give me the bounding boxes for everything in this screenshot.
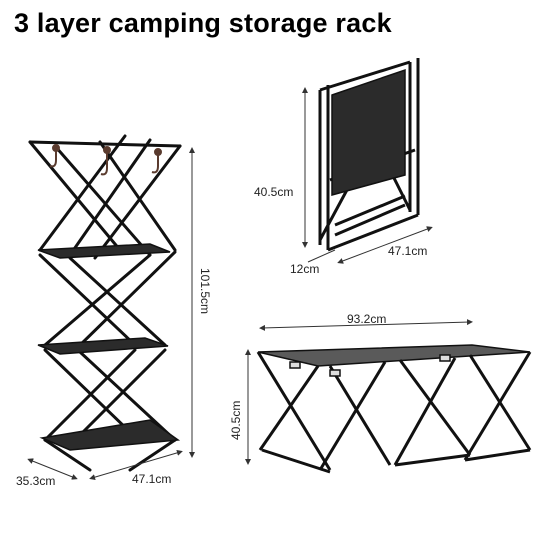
folded-height-label: 40.5cm <box>254 185 294 199</box>
table-height-label: 40.5cm <box>229 400 243 440</box>
tall-width-label: 47.1cm <box>132 472 172 486</box>
tall-height-label: 101.5cm <box>198 268 212 315</box>
tall-rack-shelves <box>37 243 181 451</box>
table-length-label: 93.2cm <box>347 312 387 326</box>
folded-rack-illustration <box>318 58 420 252</box>
tall-rack-illustration <box>28 134 182 472</box>
hook-icons <box>49 144 162 176</box>
folded-width-label: 47.1cm <box>388 244 428 258</box>
folded-depth-label: 12cm <box>290 262 320 276</box>
page-title: 3 layer camping storage rack <box>14 8 392 38</box>
table-illustration <box>256 344 532 474</box>
tall-depth-label: 35.3cm <box>16 474 56 488</box>
